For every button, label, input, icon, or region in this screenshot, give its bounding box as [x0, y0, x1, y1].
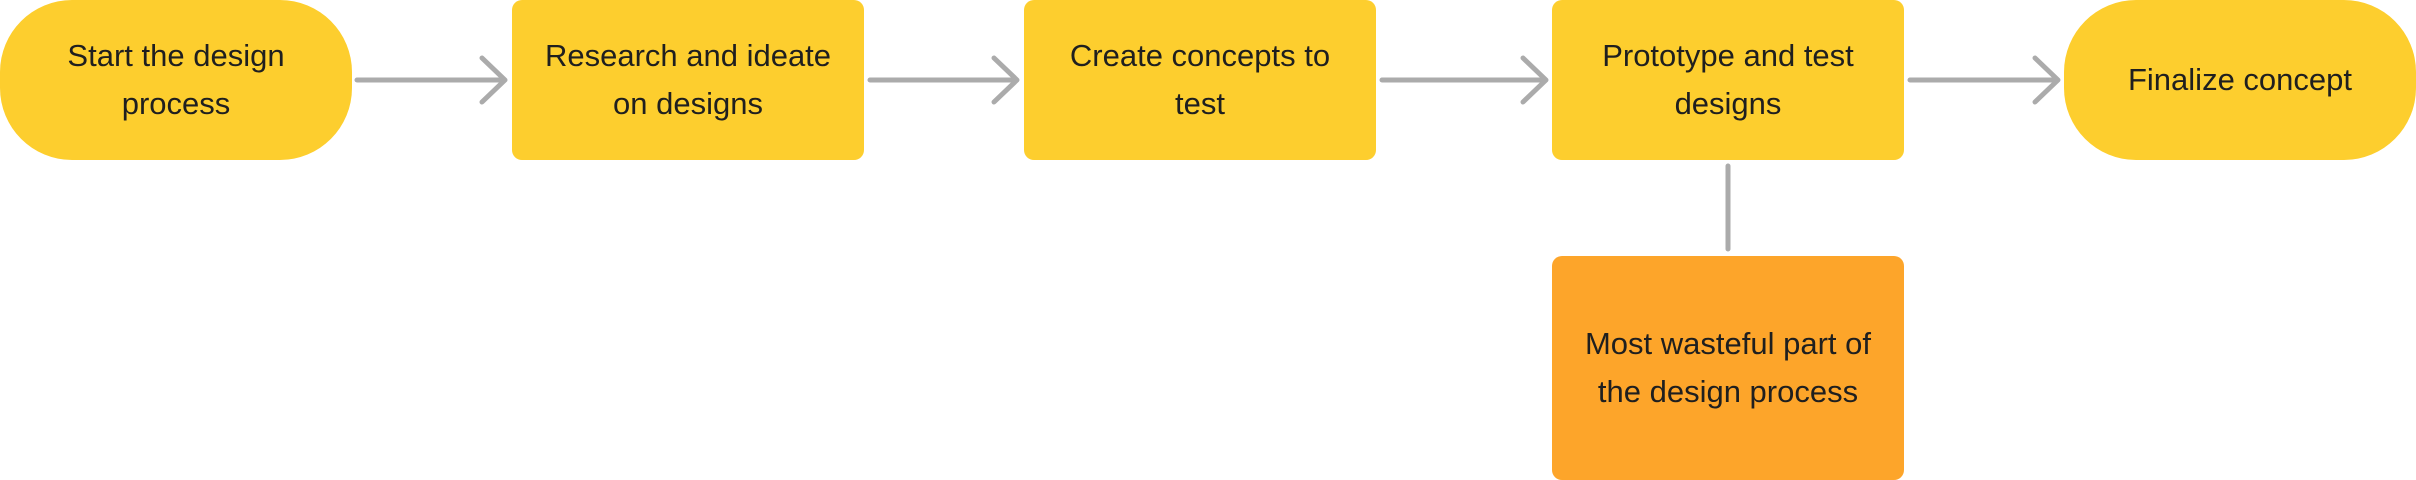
research-node: Research and ideate on designs [512, 0, 864, 160]
start-node-label: Start the design process [67, 38, 285, 121]
research-node-label: Research and ideate on designs [544, 38, 832, 121]
wasteful-annotation-label: Most wasteful part of the design process [1584, 326, 1871, 409]
edge-research-to-concepts [867, 55, 1020, 105]
finalize-node-label: Finalize concept [2127, 62, 2352, 97]
edge-start-to-research [354, 55, 508, 105]
wasteful-annotation-node: Most wasteful part of the design process [1552, 256, 1904, 480]
edge-concepts-to-prototype [1379, 55, 1549, 105]
concepts-node: Create concepts to test [1024, 0, 1376, 160]
edge-prototype-to-finalize [1907, 55, 2061, 105]
prototype-node-label: Prototype and test designs [1602, 38, 1854, 121]
finalize-node: Finalize concept [2064, 0, 2416, 160]
start-node: Start the design process [0, 0, 352, 160]
concepts-node-label: Create concepts to test [1069, 38, 1331, 121]
prototype-node: Prototype and test designs [1552, 0, 1904, 160]
